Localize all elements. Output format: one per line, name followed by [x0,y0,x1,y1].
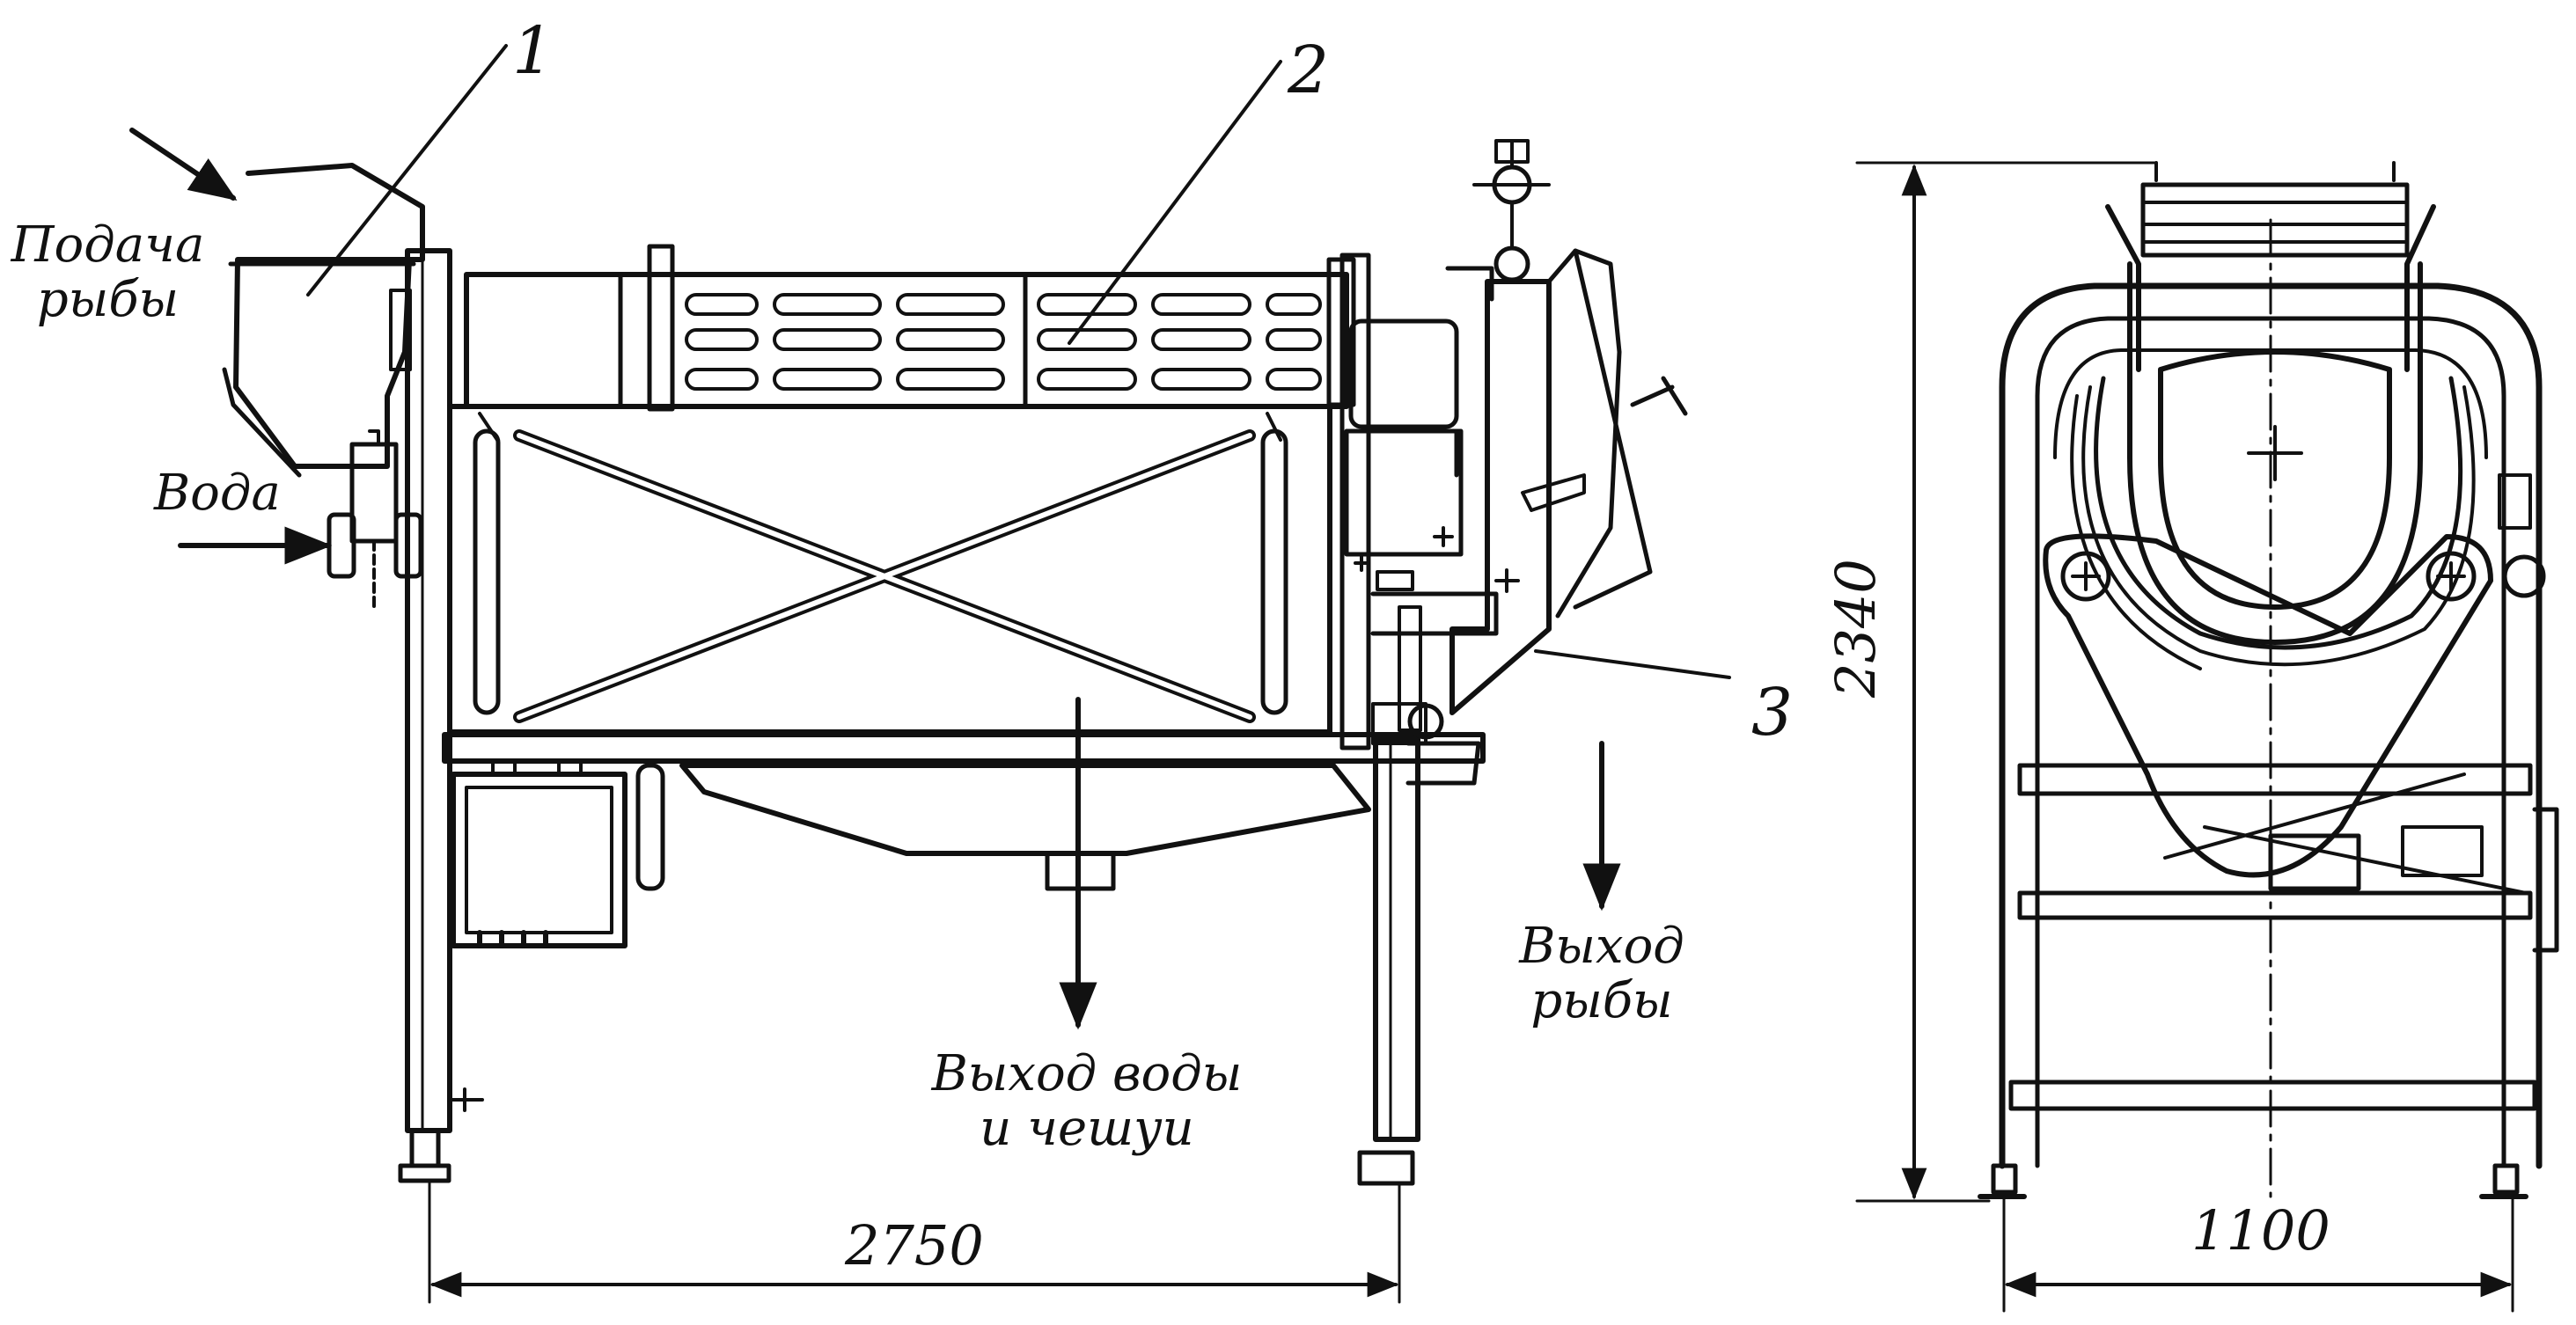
fish-out-label-line2: рыбы [1530,971,1673,1029]
callout-1-leader [306,44,508,296]
callout-2-leader [1068,60,1282,345]
discharge-unit [1339,139,1688,786]
front-view [1855,161,2559,1313]
front-conveyor [2043,533,2493,878]
scale-trough [679,763,1371,856]
callout-2: 2 [1288,33,1330,108]
dimension-2750-label: 2750 [845,1213,984,1277]
water-out-label-line1: Выход воды [931,1045,1243,1102]
water-in-label: Вода [154,465,281,522]
feed-hopper [233,163,425,469]
callout-3-leader [1534,649,1731,679]
fish-feed-arrow [129,128,238,201]
left-post [405,248,452,1133]
right-leg [1373,736,1420,1142]
dimension-2340-label: 2340 [1823,559,1888,698]
callout-1: 1 [512,13,554,89]
dimension-1100-label: 1100 [2191,1198,2330,1263]
fish-feed-label-line1: Подача [11,216,205,274]
fish-feed-label: Подача рыбы [9,218,207,326]
water-out-label-line2: и чешуи [980,1099,1194,1157]
control-box [451,760,665,948]
base-beam [442,732,1486,764]
front-drum [2127,261,2423,645]
fish-out-label-line1: Выход [1519,918,1684,975]
fish-feed-label-line2: рыбы [36,270,180,328]
water-out-label: Выход воды и чешуи [920,1047,1254,1155]
callout-3: 3 [1751,675,1794,750]
front-frame [1999,282,2543,1169]
drum-sieve [464,244,1356,412]
side-view [129,44,1731,1304]
fish-out-label: Выход рыбы [1509,919,1694,1028]
drum-slots [685,293,1322,391]
main-tank [447,404,1332,735]
